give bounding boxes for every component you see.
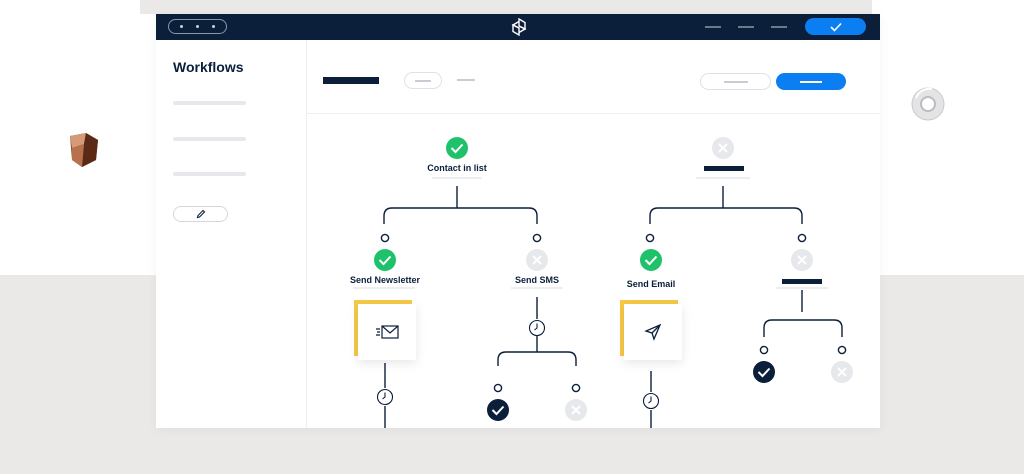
app-window: Workflows xyxy=(156,14,880,428)
sidebar-item[interactable] xyxy=(173,101,246,105)
x-circle-icon[interactable] xyxy=(711,136,735,160)
x-circle-icon[interactable] xyxy=(564,398,588,422)
connector-port[interactable] xyxy=(571,383,581,393)
node-label-send-email: Send Email xyxy=(626,279,676,289)
pencil-icon xyxy=(196,209,205,219)
x-circle-icon[interactable] xyxy=(790,248,814,272)
connector-port[interactable] xyxy=(380,233,390,243)
decorative-ring-icon xyxy=(911,87,945,121)
sidebar: Workflows xyxy=(156,40,307,428)
clock-icon[interactable] xyxy=(642,392,660,410)
clock-icon[interactable] xyxy=(528,319,546,337)
envelope-icon xyxy=(376,325,399,339)
filter-pill[interactable] xyxy=(404,72,442,89)
sidebar-title: Workflows xyxy=(173,59,244,75)
x-circle-icon[interactable] xyxy=(830,360,854,384)
clock-icon[interactable] xyxy=(376,388,394,406)
header-link[interactable] xyxy=(457,79,475,81)
paper-plane-icon xyxy=(644,323,662,341)
sidebar-item[interactable] xyxy=(173,172,246,176)
check-circle-icon[interactable] xyxy=(639,248,663,272)
secondary-button[interactable] xyxy=(700,73,771,90)
background-strip xyxy=(140,0,872,14)
top-bar xyxy=(156,14,880,40)
node-label-send-sms: Send SMS xyxy=(514,275,560,285)
check-circle-icon[interactable] xyxy=(445,136,469,160)
node-placeholder-title xyxy=(782,279,822,284)
page-title xyxy=(323,77,379,84)
edit-button[interactable] xyxy=(173,206,228,222)
menu-item[interactable] xyxy=(738,26,754,28)
check-circle-icon[interactable] xyxy=(752,360,776,384)
sidebar-item[interactable] xyxy=(173,137,246,141)
menu-item[interactable] xyxy=(705,26,721,28)
main-area xyxy=(307,40,880,428)
decorative-cube-icon xyxy=(70,133,98,167)
card-highlight xyxy=(354,300,412,356)
workflow-connectors xyxy=(353,166,847,428)
node-label-send-newsletter: Send Newsletter xyxy=(349,275,421,285)
window-dot xyxy=(179,25,183,28)
window-dot xyxy=(212,25,216,28)
x-circle-icon[interactable] xyxy=(525,248,549,272)
node-placeholder-title xyxy=(704,166,744,171)
primary-button[interactable] xyxy=(776,73,846,90)
window-controls[interactable] xyxy=(168,19,227,34)
connector-port[interactable] xyxy=(837,345,847,355)
connector-port[interactable] xyxy=(797,233,807,243)
check-circle-icon[interactable] xyxy=(486,398,510,422)
main-header xyxy=(307,40,880,114)
connector-port[interactable] xyxy=(759,345,769,355)
logo-icon xyxy=(511,18,527,36)
node-label-contact-in-list: Contact in list xyxy=(427,163,487,173)
window-dot xyxy=(195,25,199,28)
newsletter-card[interactable] xyxy=(358,304,416,360)
email-card[interactable] xyxy=(624,304,682,360)
card-highlight xyxy=(620,300,678,356)
confirm-button[interactable] xyxy=(805,18,866,35)
check-icon xyxy=(829,22,842,32)
connector-port[interactable] xyxy=(645,233,655,243)
check-circle-icon[interactable] xyxy=(373,248,397,272)
connector-port[interactable] xyxy=(532,233,542,243)
menu-item[interactable] xyxy=(771,26,787,28)
connector-port[interactable] xyxy=(493,383,503,393)
